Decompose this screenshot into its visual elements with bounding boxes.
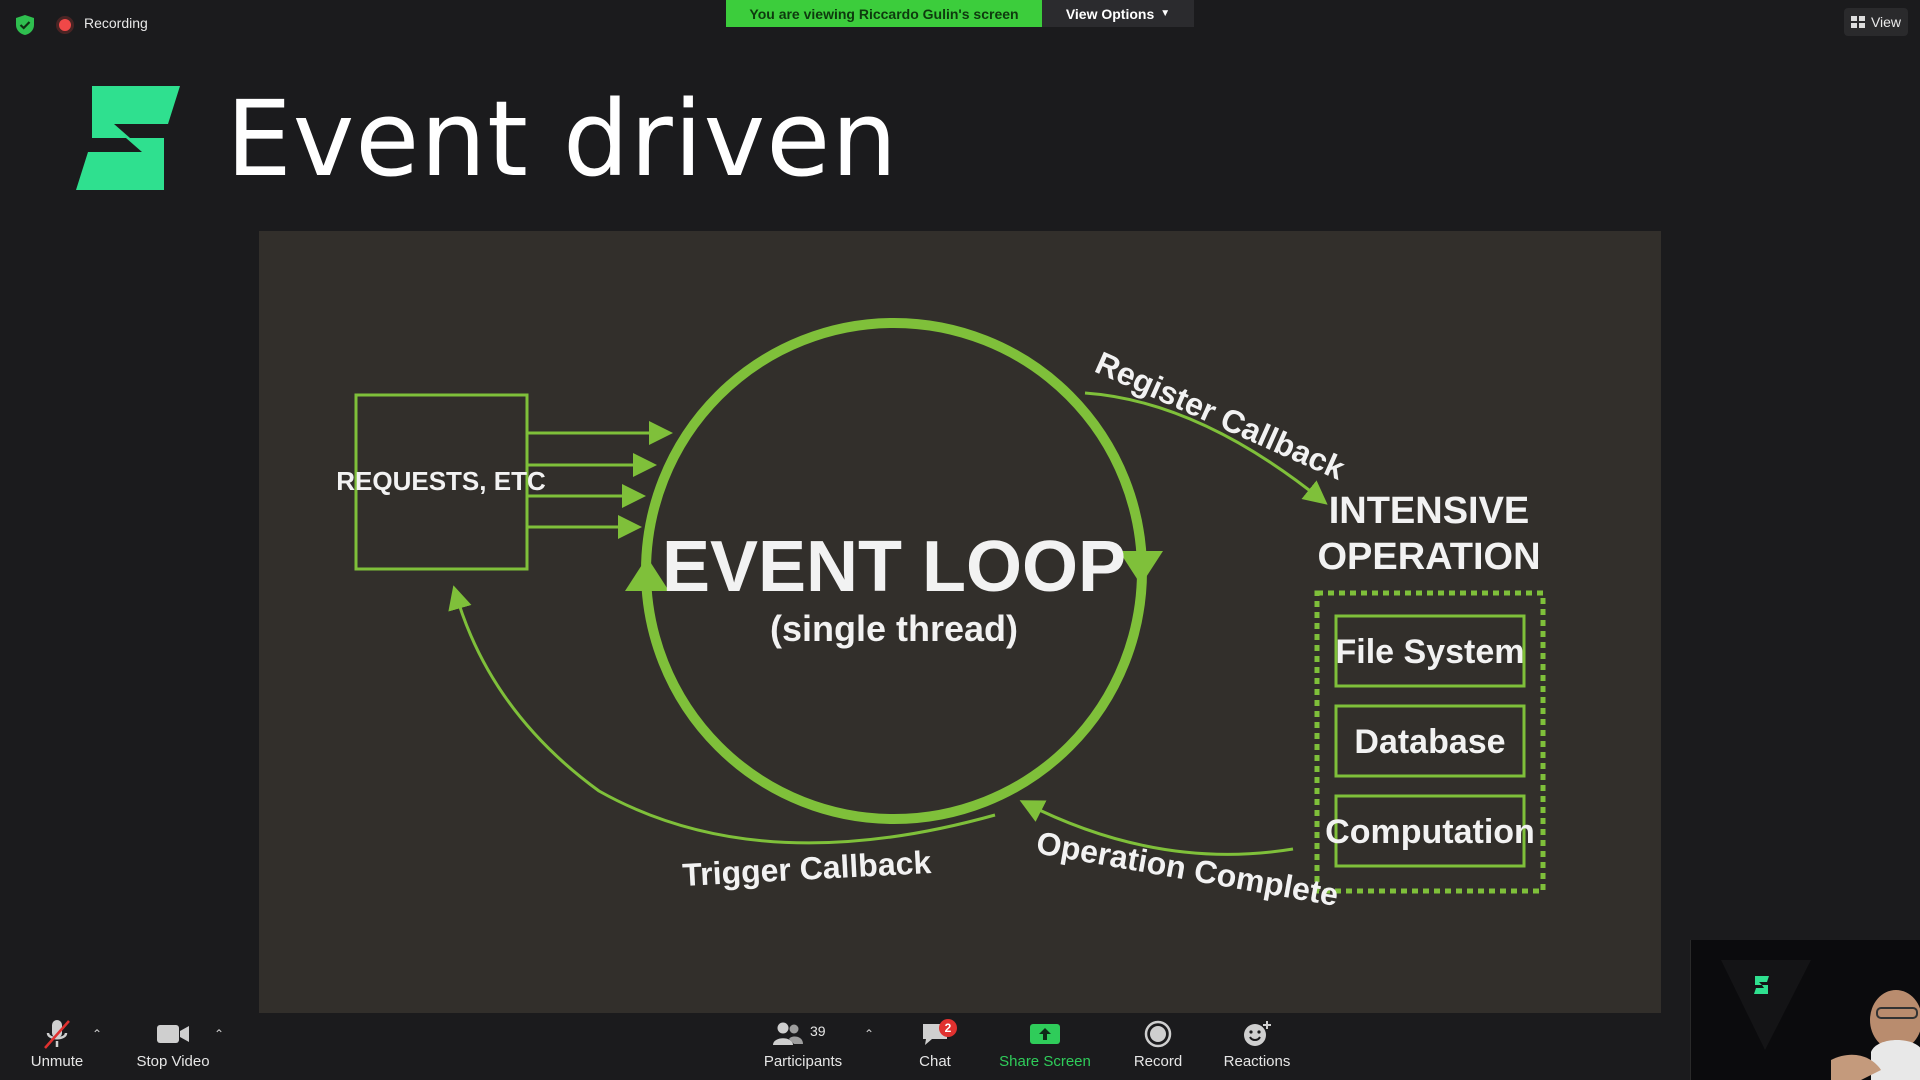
view-options-button[interactable]: View Options ▼	[1042, 0, 1194, 27]
view-options-label: View Options	[1065, 5, 1155, 22]
operation-box	[1334, 794, 1526, 868]
loop-arrowhead-right	[1119, 551, 1163, 585]
recording-label[interactable]: Recording	[84, 15, 148, 31]
intensive-label-line2: OPERATION	[1317, 536, 1540, 578]
stop-video-button[interactable]: Stop Video	[118, 1017, 228, 1070]
event-loop-subtitle: (single thread)	[770, 608, 1018, 649]
operation-complete-arrow	[1019, 800, 1294, 856]
record-icon	[1144, 1020, 1172, 1048]
slide-title: Event driven	[226, 78, 899, 200]
loop-arrowhead-left	[625, 557, 669, 591]
register-callback-label: Register Callback	[1090, 345, 1350, 487]
operation-label: Computation	[1325, 813, 1535, 851]
reactions-label: Reactions	[1223, 1053, 1291, 1070]
participants-count: 39	[810, 1023, 826, 1039]
record-button[interactable]: Record	[1103, 1017, 1213, 1070]
recording-icon[interactable]	[56, 16, 74, 34]
grid-icon	[1850, 16, 1865, 28]
operation-box	[1334, 704, 1526, 778]
share-screen-button[interactable]: Share Screen	[990, 1017, 1100, 1070]
participants-button[interactable]: 39 Participants	[748, 1017, 858, 1070]
participants-options-chevron-icon[interactable]: ⌃	[864, 1027, 875, 1041]
share-screen-icon	[1030, 1024, 1060, 1044]
requests-box	[354, 393, 529, 571]
share-screen-label: Share Screen	[999, 1053, 1091, 1070]
meeting-toolbar: Unmute ⌃ Stop Video ⌃ 39	[0, 1013, 1920, 1080]
self-view-video[interactable]	[1690, 940, 1920, 1080]
reactions-smiley-icon	[1244, 1021, 1271, 1046]
diagram-canvas: REQUESTS, ETC EVENT LOOP (single thread)…	[336, 318, 1546, 913]
logo-s-icon	[76, 86, 180, 190]
chat-unread-badge: 2	[939, 1019, 957, 1037]
participants-icon	[773, 1022, 803, 1045]
chat-label: Chat	[919, 1053, 951, 1070]
stop-video-label: Stop Video	[136, 1053, 210, 1070]
microphone-muted-icon	[44, 1020, 70, 1049]
shield-check-icon[interactable]	[14, 14, 36, 36]
participants-label: Participants	[763, 1053, 843, 1070]
requests-label: REQUESTS, ETC	[336, 466, 546, 496]
viewing-screen-banner: You are viewing Riccardo Gulin's screen	[726, 0, 1042, 27]
view-label: View	[1870, 14, 1902, 30]
camera-feed	[1691, 940, 1920, 1080]
register-callback-arrow	[1084, 391, 1328, 505]
event-loop-diagram: REQUESTS, ETC EVENT LOOP (single thread)…	[259, 231, 1661, 1013]
operations-group	[1314, 590, 1546, 894]
unmute-button[interactable]: Unmute	[2, 1017, 112, 1070]
operation-label: Database	[1354, 723, 1505, 761]
operation-label: File System	[1336, 633, 1525, 671]
video-camera-icon	[157, 1025, 189, 1043]
operation-box	[1334, 614, 1526, 688]
trigger-callback-label: Trigger Callback	[681, 844, 932, 893]
trigger-callback-arrow	[448, 585, 996, 845]
intensive-label-line1: INTENSIVE	[1329, 490, 1530, 532]
event-loop-title: EVENT LOOP	[662, 527, 1126, 607]
audio-options-chevron-icon[interactable]: ⌃	[92, 1027, 103, 1041]
chat-button[interactable]: 2 Chat	[880, 1017, 990, 1070]
view-button[interactable]: View	[1844, 8, 1908, 36]
unmute-label: Unmute	[30, 1053, 84, 1070]
record-label: Record	[1133, 1053, 1183, 1070]
operation-complete-label: Operation Complete	[1034, 824, 1341, 913]
reactions-button[interactable]: Reactions	[1202, 1017, 1312, 1070]
video-options-chevron-icon[interactable]: ⌃	[214, 1027, 225, 1041]
chevron-down-icon: ▼	[1160, 8, 1171, 19]
